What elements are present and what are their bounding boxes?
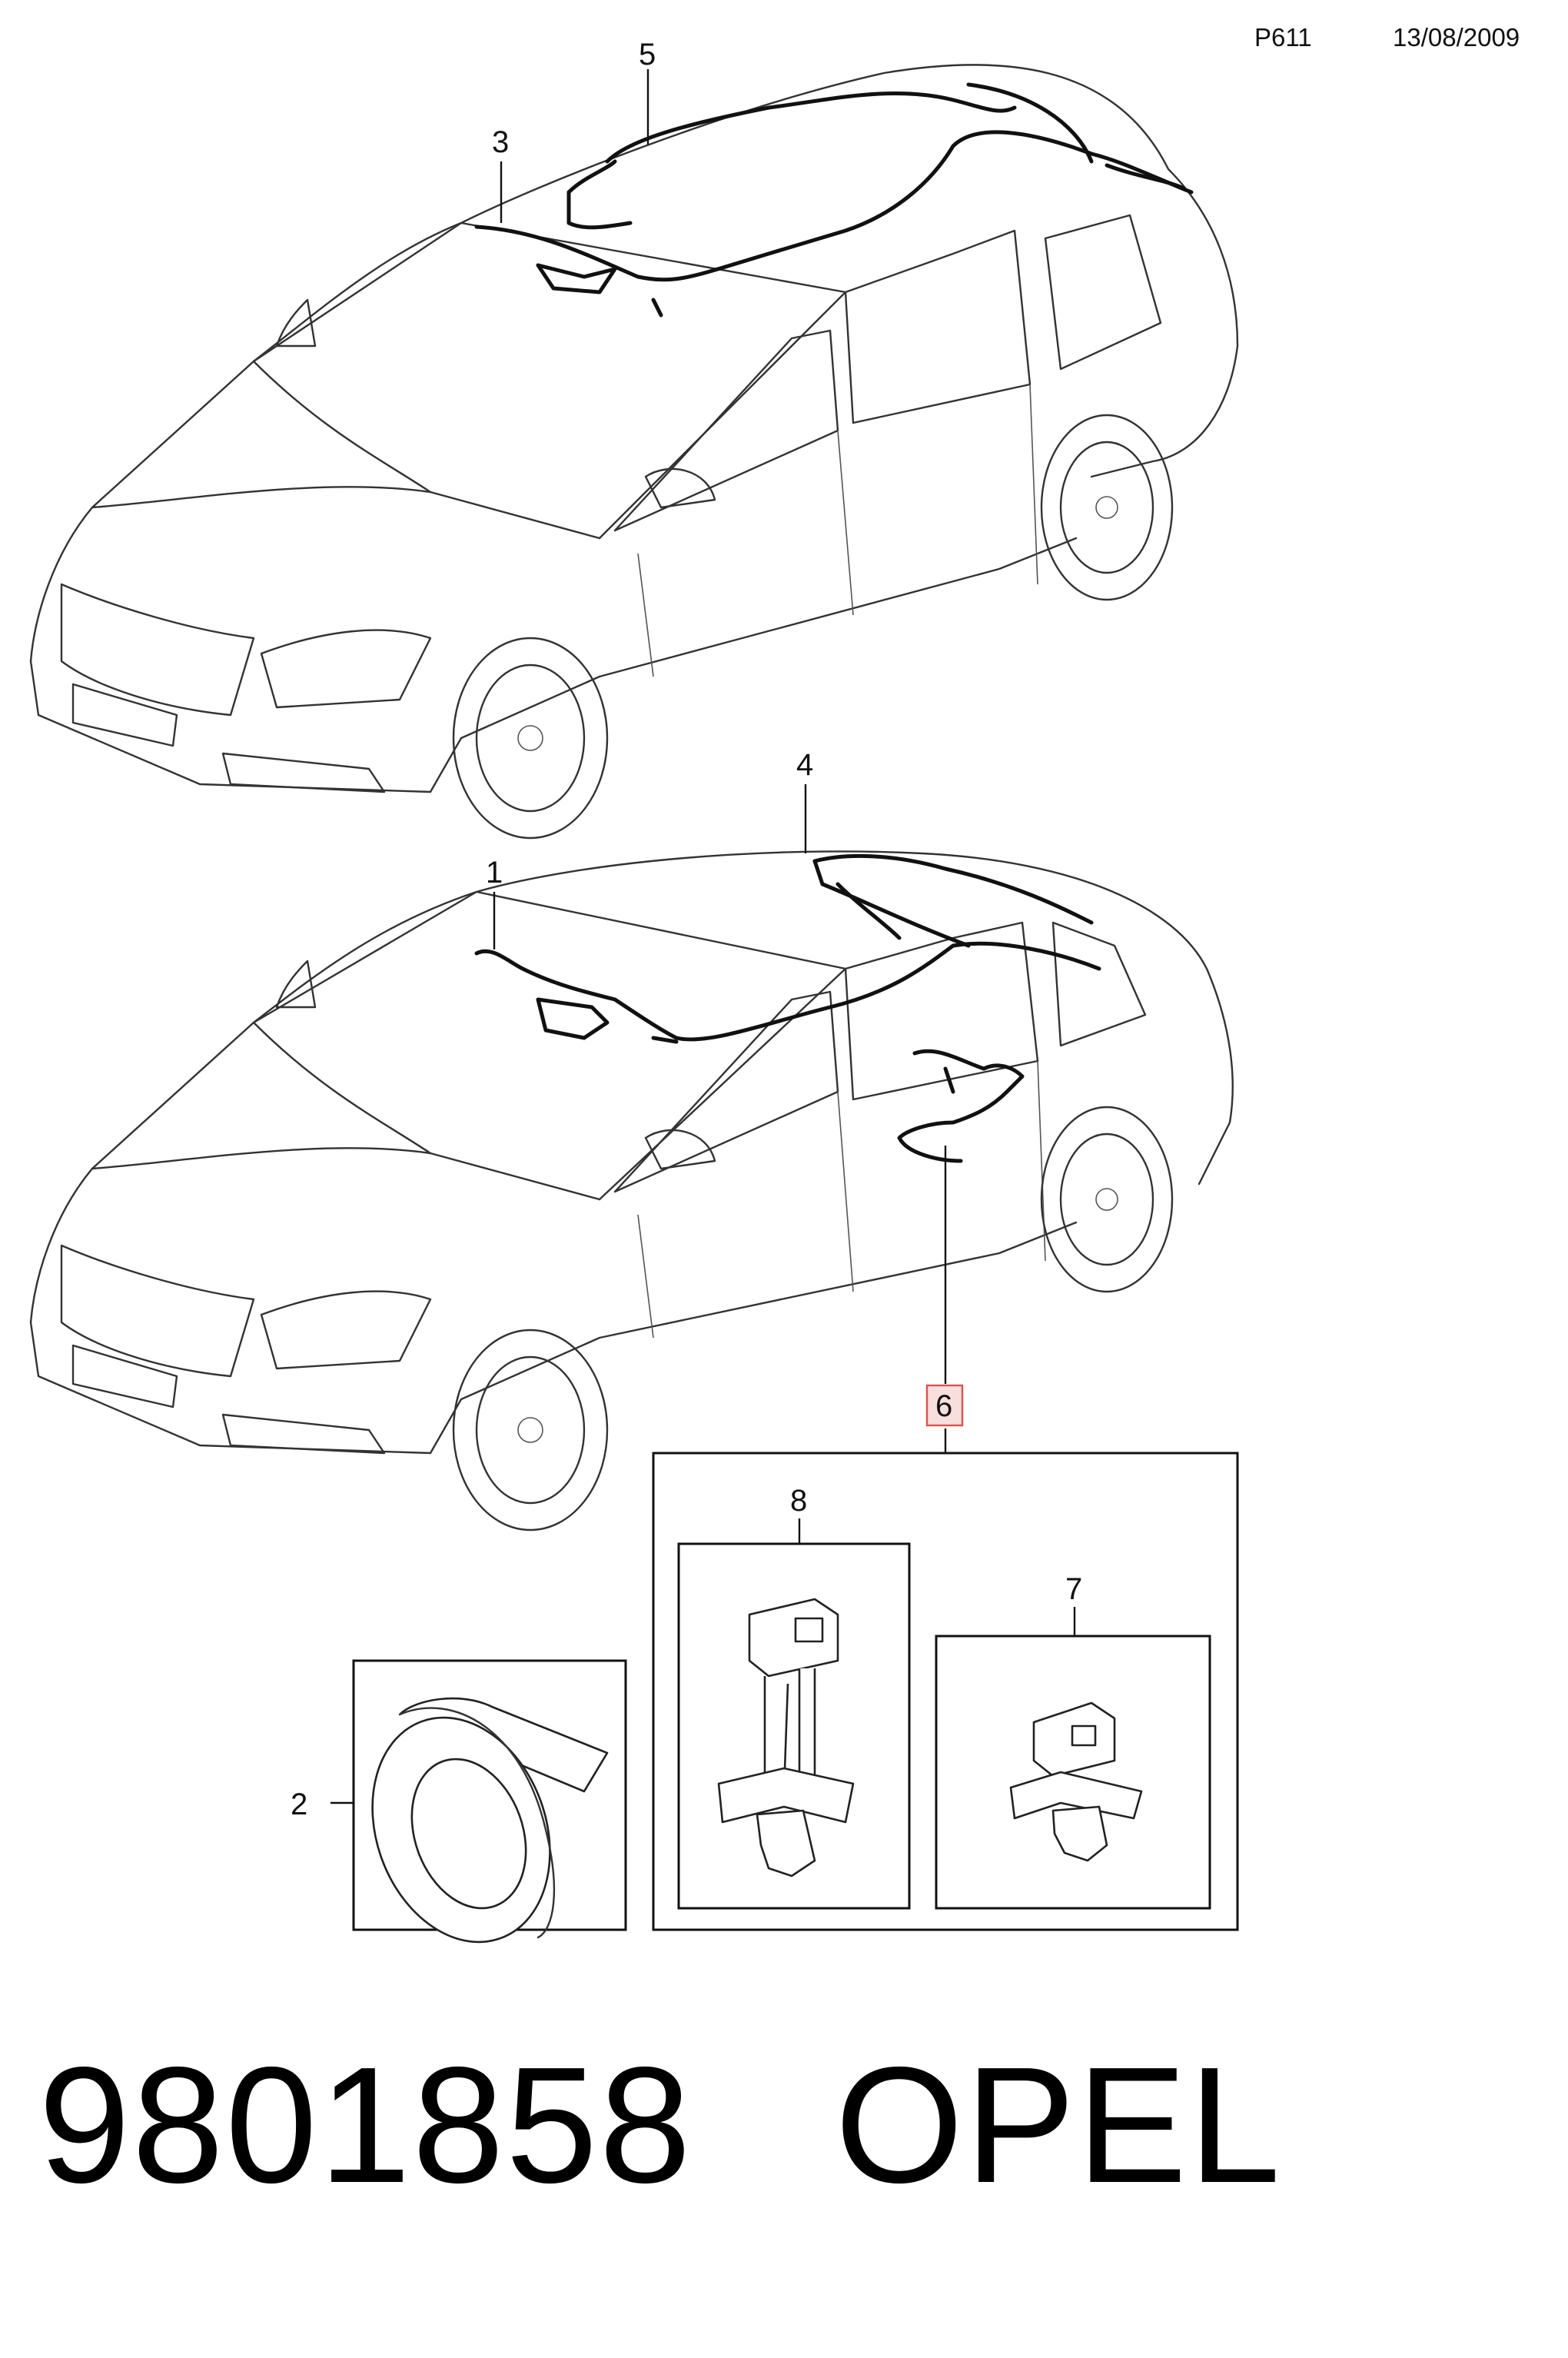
estate-car-illustration: [29, 64, 1239, 840]
callout-7: 7: [1065, 1572, 1082, 1606]
sedan-car-illustration: [29, 850, 1234, 1532]
clip-8-drawing: [717, 1598, 855, 1877]
callout-6-highlight: [925, 1384, 964, 1427]
callout-6: 6: [935, 1389, 952, 1423]
part-6-kit-box: [652, 1452, 1239, 1931]
callout-leaders: [331, 69, 1076, 1804]
part-7-box: [935, 1635, 1211, 1910]
callout-2: 2: [291, 1788, 307, 1821]
page-date: 13/08/2009: [1393, 23, 1520, 52]
footer-part-number-brand: 9801858 OPEL: [38, 2030, 1282, 2220]
brand-name: OPEL: [835, 2032, 1282, 2217]
callout-4: 4: [796, 748, 813, 782]
part-number: 9801858: [38, 2032, 693, 2217]
callout-1: 1: [486, 856, 503, 890]
callout-8: 8: [790, 1484, 807, 1518]
tape-roll-drawing: [371, 1697, 609, 1944]
callout-3: 3: [492, 125, 509, 159]
part-8-box: [677, 1542, 911, 1910]
callout-5: 5: [639, 38, 656, 72]
page-code: P611: [1254, 23, 1312, 52]
clip-7-drawing: [1009, 1701, 1143, 1862]
callout-labels: 5 3 4 1 6 8 7 2: [291, 38, 1082, 1821]
